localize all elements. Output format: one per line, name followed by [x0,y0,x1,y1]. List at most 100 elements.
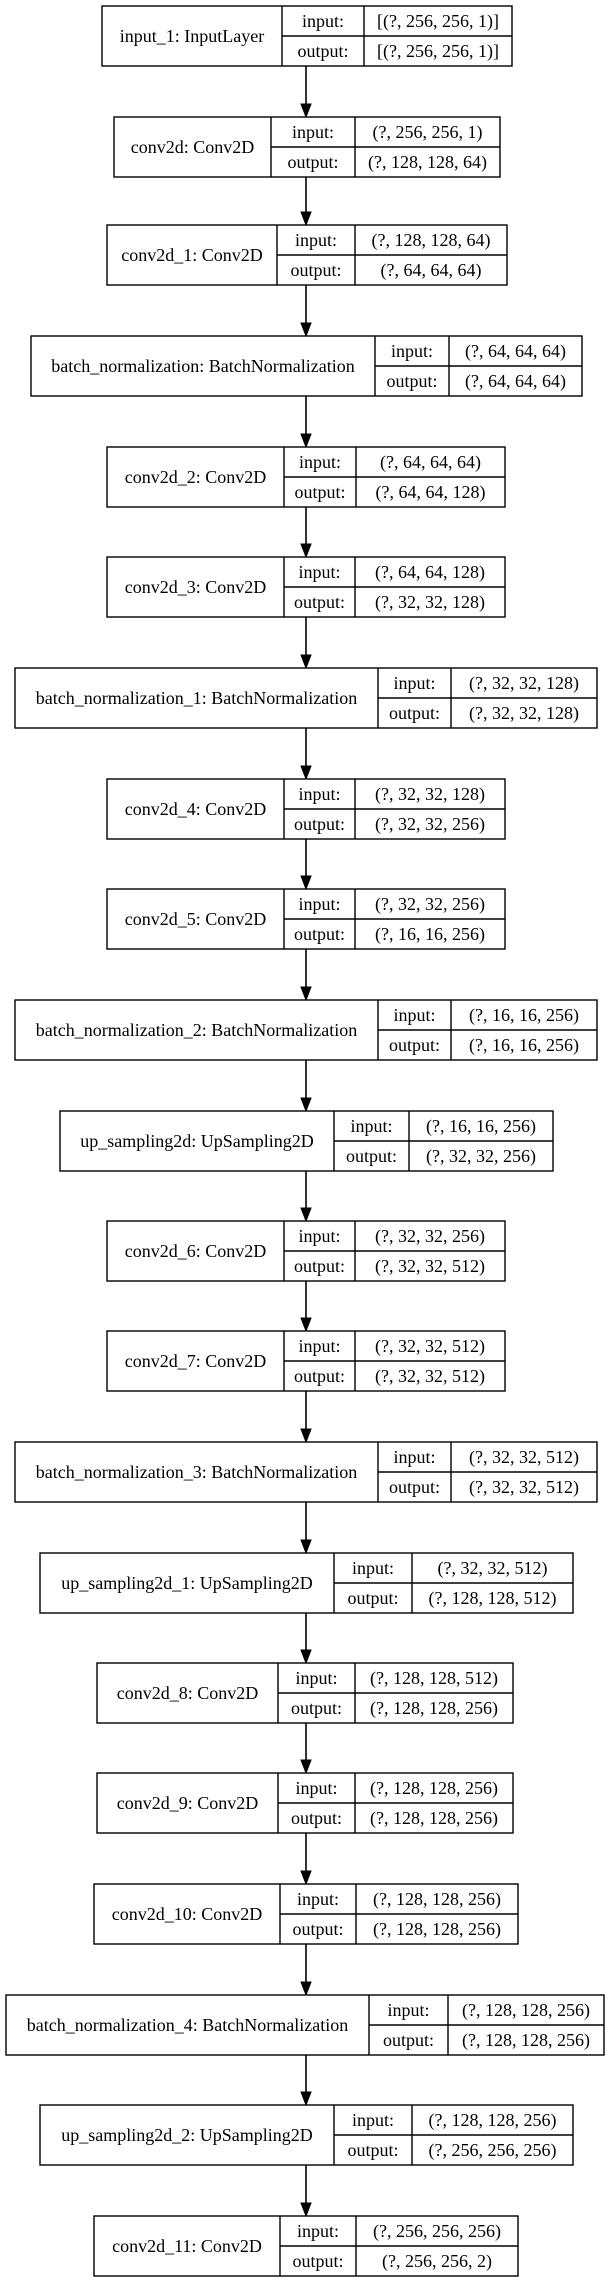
input-label: input: [393,1447,435,1467]
output-label: output: [347,1588,398,1608]
edge-arrow [300,507,312,559]
layer-name: conv2d_5: Conv2D [125,909,267,929]
output-shape: (?, 32, 32, 256) [375,814,485,835]
output-shape: (?, 32, 32, 512) [375,1366,485,1387]
layer-name: conv2d_1: Conv2D [121,245,263,265]
layer-node: up_sampling2d_2: UpSampling2Dinput:outpu… [39,2104,574,2166]
output-label: output: [294,1256,345,1276]
input-label: input: [292,122,334,142]
layer-node: conv2d_4: Conv2D input: output: (?, 32, 32,… [106,778,506,840]
input-label: input: [298,562,340,582]
edge-arrow [300,949,312,1002]
edge-arrow [300,1613,312,1665]
output-shape: (?, 128, 128, 256) [373,1919,501,1940]
input-label: input: [298,784,340,804]
input-shape: (?, 32, 32, 256) [375,894,485,915]
output-label: output: [297,41,348,61]
output-shape: (?, 128, 128, 256) [370,1698,498,1719]
input-label: input: [295,230,337,250]
output-label: output: [383,2030,434,2050]
edge-arrow [300,1281,312,1333]
output-shape: (?, 16, 16, 256) [469,1035,579,1056]
input-shape: (?, 256, 256, 1) [373,122,483,143]
input-label: input: [352,1558,394,1578]
output-label: output: [389,1035,440,1055]
output-shape: (?, 256, 256, 256) [429,2140,557,2161]
output-shape: (?, 16, 16, 256) [375,924,485,945]
output-label: output: [291,1808,342,1828]
layer-node: batch_normalization_2: BatchNormalizatio… [14,999,598,1061]
output-label: output: [389,1477,440,1497]
output-shape: (?, 64, 64, 64) [465,371,566,392]
input-label: input: [298,1336,340,1356]
input-shape: (?, 16, 16, 256) [469,1005,579,1026]
layer-name: batch_normalization_1: BatchNormalizatio… [36,688,357,708]
input-label: input: [393,673,435,693]
input-shape: (?, 128, 128, 256) [370,1778,498,1799]
output-label: output: [294,924,345,944]
output-label: output: [290,260,341,280]
input-label: input: [302,11,344,31]
layer-name: conv2d_7: Conv2D [125,1351,267,1371]
input-shape: (?, 16, 16, 256) [426,1116,536,1137]
layer-node: conv2d_1: Conv2D input: output: (?, 128, 12… [106,224,508,286]
input-label: input: [299,452,341,472]
edge-arrow [300,1502,312,1555]
output-shape: (?, 32, 32, 256) [426,1146,536,1167]
edge-arrow [300,177,312,227]
layer-node: up_sampling2d_1: UpSampling2Dinput:outpu… [39,1552,574,1614]
layer-name: batch_normalization_4: BatchNormalizatio… [27,2015,348,2035]
input-shape: (?, 32, 32, 128) [375,784,485,805]
input-shape: (?, 64, 64, 128) [375,562,485,583]
layer-name: up_sampling2d_2: UpSampling2D [61,2125,313,2145]
input-label: input: [391,341,433,361]
output-label: output: [294,482,345,502]
output-shape: (?, 128, 128, 64) [368,152,487,173]
input-shape: (?, 32, 32, 256) [375,1226,485,1247]
input-shape: (?, 32, 32, 512) [469,1447,579,1468]
layer-node: batch_normalization_4: BatchNormalizatio… [5,1994,605,2056]
input-shape: (?, 128, 128, 256) [462,2000,590,2021]
output-shape: (?, 32, 32, 512) [469,1477,579,1498]
input-label: input: [297,2221,339,2241]
output-label: output: [294,592,345,612]
edge-arrow [300,66,312,119]
input-label: input: [297,1889,339,1909]
edge-arrow [300,617,312,670]
input-label: input: [298,894,340,914]
layer-name: input_1: InputLayer [120,26,264,46]
output-shape: (?, 128, 128, 256) [370,1808,498,1829]
input-label: input: [295,1778,337,1798]
edge-arrow [300,1723,312,1775]
edge-arrow [300,1944,312,1997]
output-label: output: [386,371,437,391]
edge-arrow [300,1833,312,1886]
output-label: output: [292,2251,343,2271]
edge-arrow [300,285,312,338]
layer-name: conv2d_10: Conv2D [112,1904,263,1924]
layer-name: batch_normalization_2: BatchNormalizatio… [36,1020,357,1040]
output-label: output: [294,814,345,834]
edge-arrow [300,839,312,891]
input-label: input: [387,2000,429,2020]
input-shape: (?, 128, 128, 256) [429,2110,557,2131]
output-label: output: [291,1698,342,1718]
layer-node: batch_normalization_3: BatchNormalizatio… [14,1441,598,1503]
edge-arrow [300,2165,312,2218]
input-label: input: [352,2110,394,2130]
input-shape: (?, 128, 128, 64) [372,230,491,251]
layer-name: conv2d_11: Conv2D [112,2236,262,2256]
layer-name: batch_normalization: BatchNormalization [51,356,354,376]
edge-arrow [300,1171,312,1223]
input-shape: (?, 64, 64, 64) [380,452,481,473]
layer-name: conv2d_4: Conv2D [125,799,267,819]
output-shape: (?, 32, 32, 512) [375,1256,485,1277]
layer-name: up_sampling2d: UpSampling2D [80,1131,314,1151]
output-label: output: [292,1919,343,1939]
output-shape: (?, 64, 64, 128) [376,482,486,503]
